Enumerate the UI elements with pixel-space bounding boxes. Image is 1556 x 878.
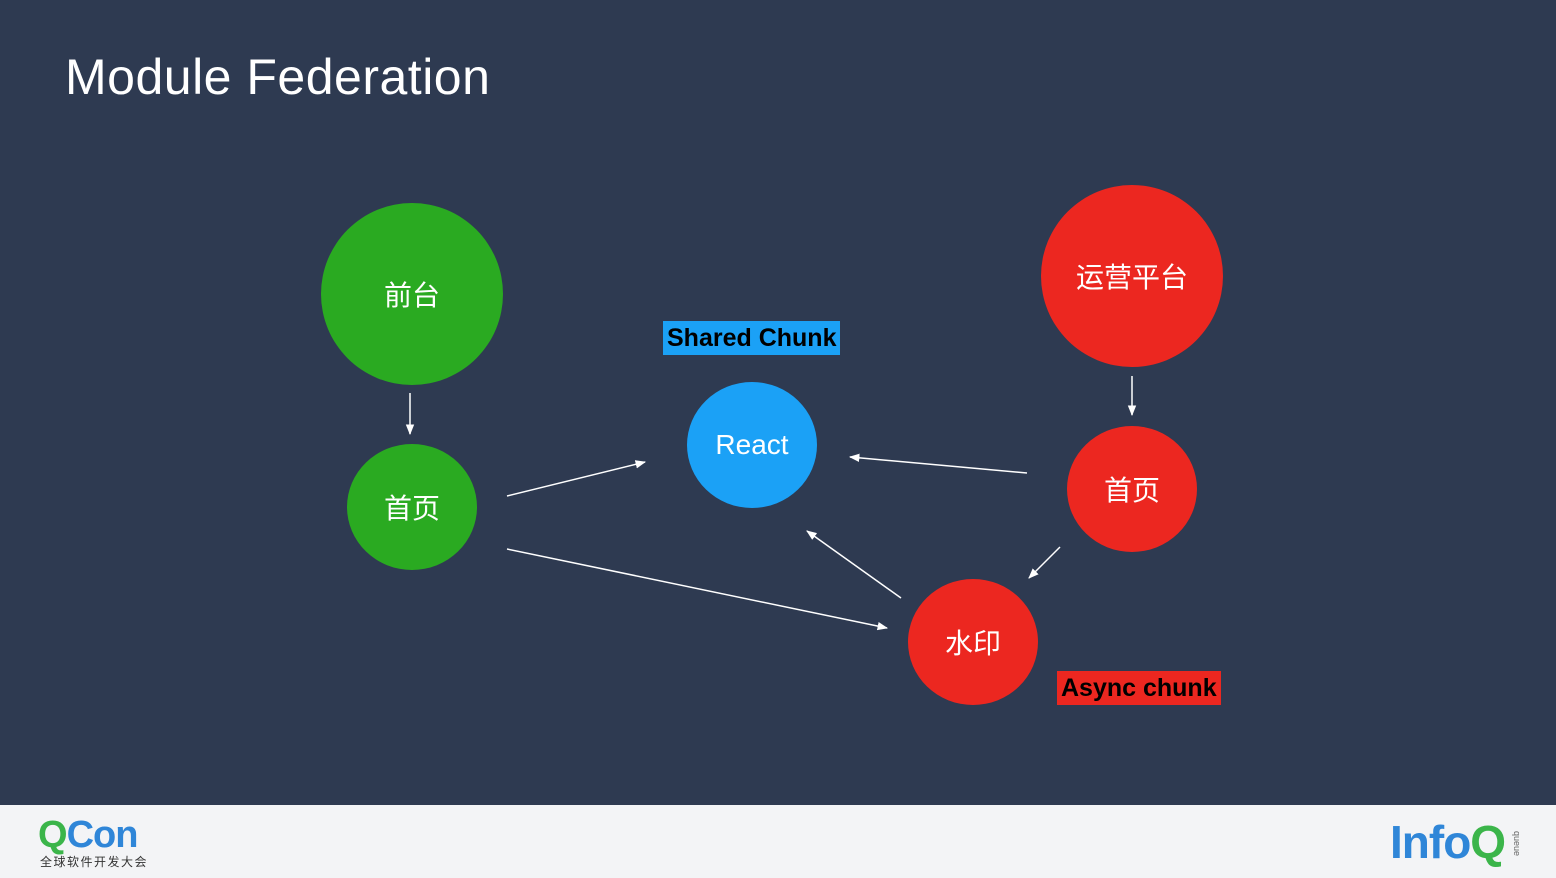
node-shuiyin: 水印 <box>908 579 1038 705</box>
qcon-logo: QCon <box>38 814 139 856</box>
node-qiantai-home-label: 首页 <box>383 493 440 524</box>
slide-title: Module Federation <box>65 49 491 105</box>
arrow-home-to-react <box>506 460 647 497</box>
node-yunying: 运营平台 <box>1041 185 1223 367</box>
node-qiantai-label: 前台 <box>383 280 440 311</box>
node-shuiyin-label: 水印 <box>944 628 1001 659</box>
footer: QCon 全球软件开发大会 InfoQ queue <box>0 805 1556 878</box>
qcon-subtitle: 全球软件开发大会 <box>40 855 149 869</box>
qcon-logo-con: Con <box>66 814 139 856</box>
node-react-label: React <box>715 429 789 460</box>
arrow-yunying-home-to-react <box>848 453 1028 474</box>
infoq-subtitle: queue <box>1512 831 1522 857</box>
tag-async-chunk: Async chunk <box>1057 671 1221 705</box>
qcon-logo-q: Q <box>38 814 68 856</box>
node-qiantai: 前台 <box>321 203 503 385</box>
slide: Module Federation 前台 首页 Shared Chunk Rea… <box>65 49 1223 705</box>
diagram-arrows <box>405 376 1137 631</box>
node-yunying-home: 首页 <box>1067 426 1197 552</box>
node-yunying-home-label: 首页 <box>1103 475 1160 506</box>
arrow-yunying-home-to-shuiyin <box>1028 546 1061 579</box>
infoq-logo-q: Q <box>1470 816 1506 868</box>
tag-shared-chunk: Shared Chunk <box>663 321 841 355</box>
node-yunying-label: 运营平台 <box>1075 262 1188 293</box>
arrow-shuiyin-to-react <box>806 530 902 599</box>
infoq-logo: InfoQ <box>1390 816 1506 868</box>
infoq-logo-info: Info <box>1390 816 1471 868</box>
arrow-home-to-shuiyin <box>506 548 889 631</box>
node-react: React <box>687 382 817 508</box>
node-qiantai-home: 首页 <box>347 444 477 570</box>
